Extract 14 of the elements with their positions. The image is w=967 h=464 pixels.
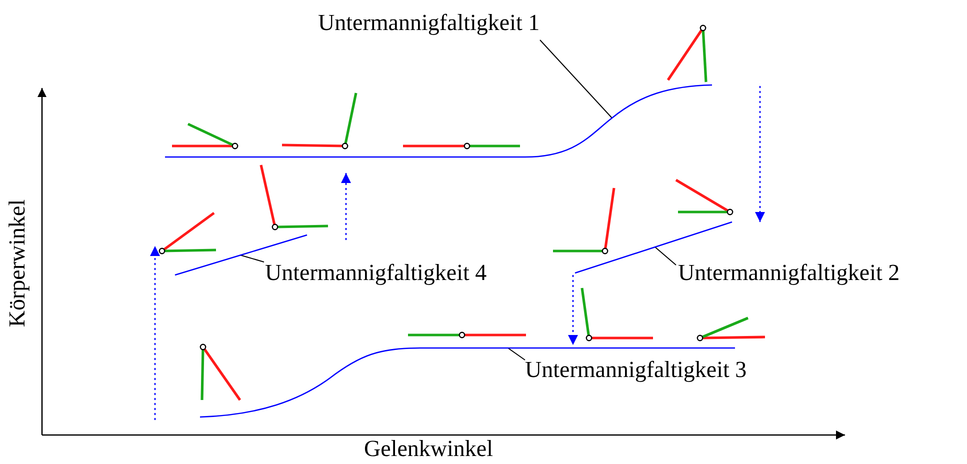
axis-label: Gelenkwinkel bbox=[364, 436, 494, 462]
axis-label: Körperwinkel bbox=[4, 199, 31, 328]
leader-line bbox=[240, 254, 264, 262]
leader-line bbox=[508, 348, 526, 360]
curve-label: Untermannigfaltigkeit 2 bbox=[678, 260, 900, 286]
curve-label: Untermannigfaltigkeit 1 bbox=[318, 10, 540, 36]
dotted-arrow bbox=[755, 86, 765, 222]
dotted-arrow bbox=[568, 275, 578, 345]
leader-line bbox=[654, 246, 676, 266]
dotted-arrow bbox=[150, 246, 160, 420]
dotted-arrow bbox=[341, 173, 351, 240]
leader-line bbox=[540, 40, 612, 118]
curve-label: Untermannigfaltigkeit 3 bbox=[525, 357, 747, 384]
curve-label: Untermannigfaltigkeit 4 bbox=[265, 260, 487, 286]
